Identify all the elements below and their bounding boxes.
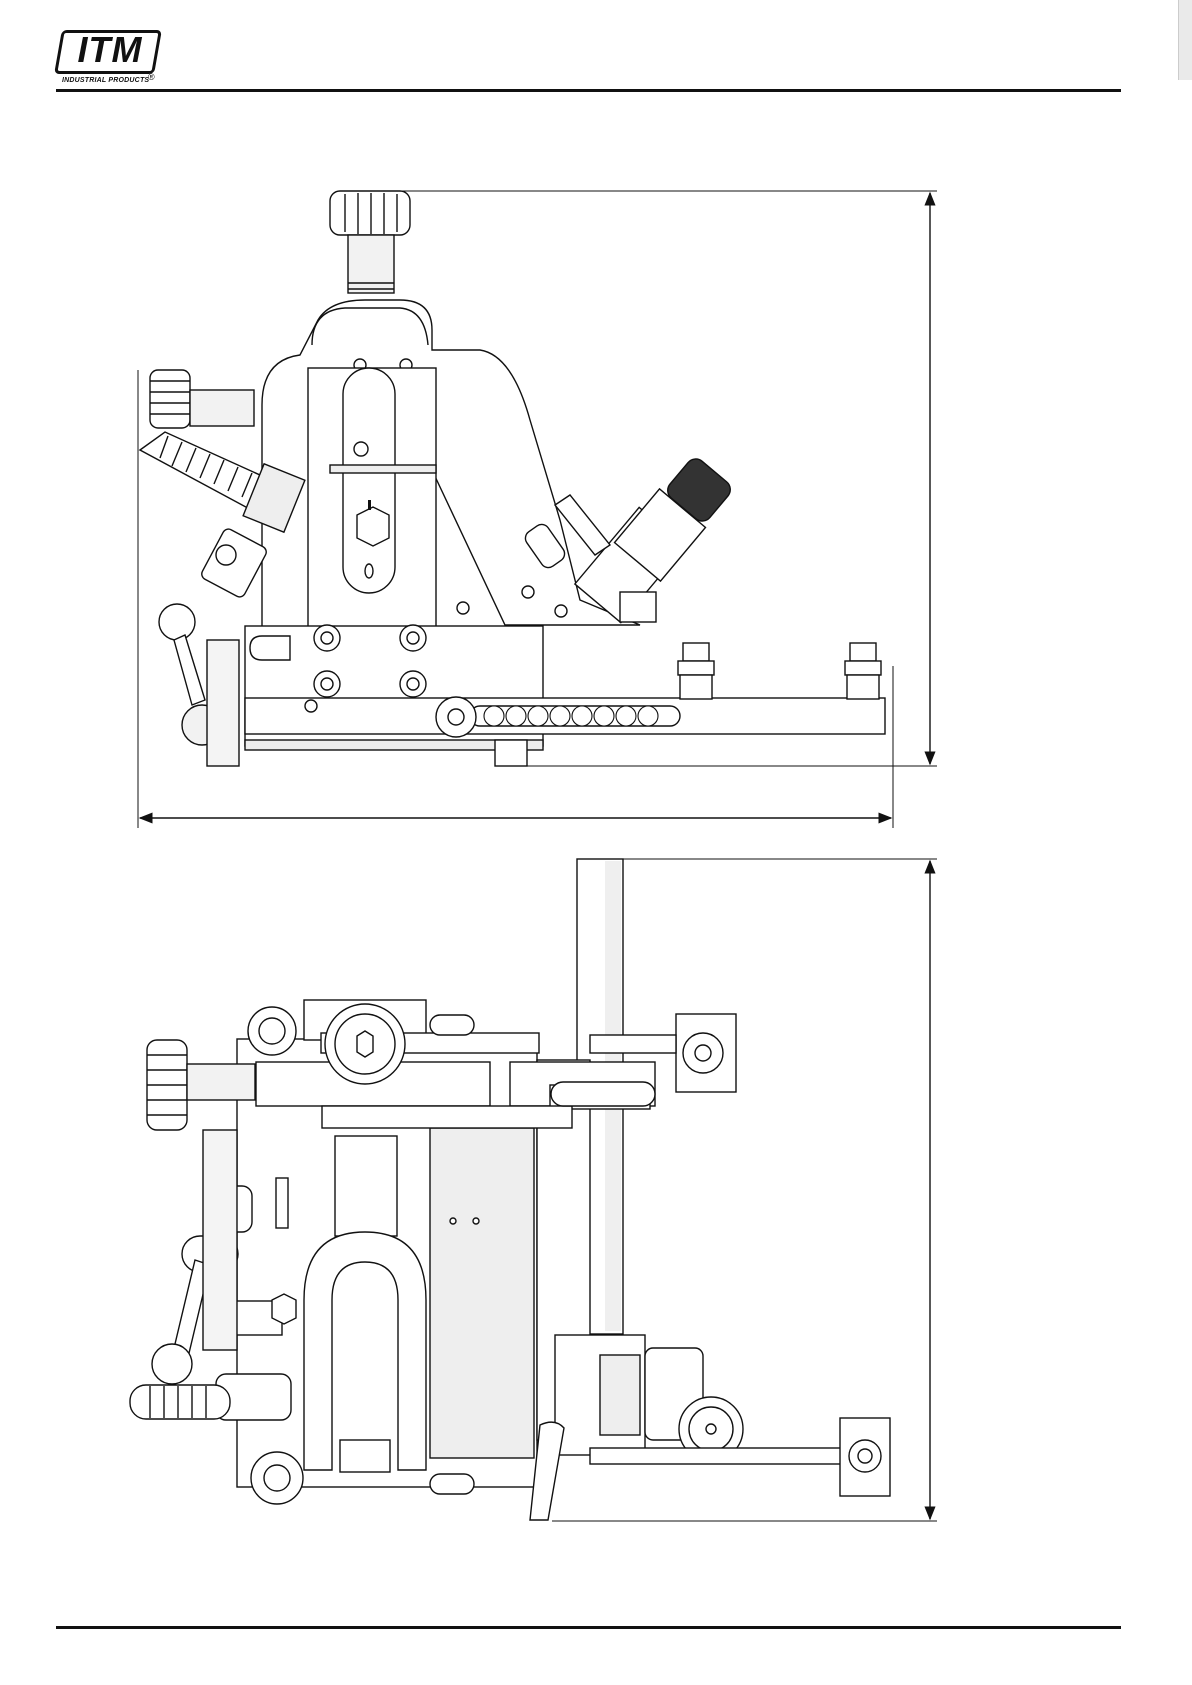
top-knurled-knob (330, 191, 410, 293)
crank-lever (159, 604, 239, 766)
top-view-crank (152, 1130, 238, 1384)
top-view-hose (130, 1385, 230, 1419)
feed-knob (325, 1004, 405, 1084)
side-connector (200, 527, 269, 599)
top-view-rail (590, 1448, 850, 1464)
side-view-drawing (138, 191, 937, 828)
rail-clamps (678, 643, 881, 699)
left-handwheel-knob (150, 370, 254, 428)
rating-plate (335, 1136, 397, 1236)
top-view-drawing (130, 859, 937, 1521)
footer-rule (56, 1626, 1121, 1629)
